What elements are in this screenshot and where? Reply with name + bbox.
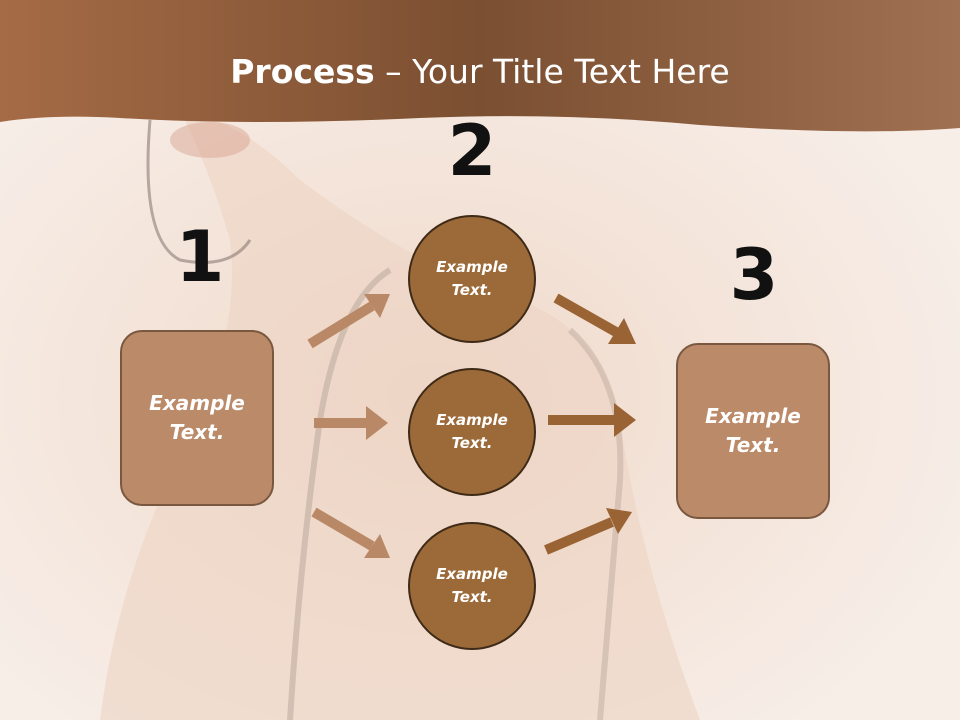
arrow-left-to-middle xyxy=(314,406,388,440)
circle-bottom-line-1: Example xyxy=(436,565,508,583)
page-title: Process – Your Title Text Here xyxy=(0,52,960,91)
title-bold: Process xyxy=(230,52,375,91)
title-rest: – Your Title Text Here xyxy=(374,52,730,91)
arrow-bottom-to-right xyxy=(544,508,632,555)
step-number-2: 2 xyxy=(447,110,497,192)
arrow-left-to-top xyxy=(307,294,390,349)
step-number-3: 3 xyxy=(729,234,779,316)
right-box-line-1: Example xyxy=(705,404,801,428)
circle-middle-line-2: Text. xyxy=(451,434,493,452)
step-number-1: 1 xyxy=(175,216,225,298)
circle-top-line-2: Text. xyxy=(451,281,493,299)
circle-middle-line-1: Example xyxy=(436,411,508,429)
left-box-line-2: Text. xyxy=(169,420,225,444)
circle-bottom-line-2: Text. xyxy=(451,588,493,606)
circle-top-line-1: Example xyxy=(436,258,508,276)
arrow-middle-to-right xyxy=(548,403,636,437)
arrow-left-to-bottom xyxy=(311,507,390,558)
left-box-line-1: Example xyxy=(149,391,245,415)
right-box-line-2: Text. xyxy=(725,433,781,457)
arrow-top-to-right xyxy=(553,293,636,344)
